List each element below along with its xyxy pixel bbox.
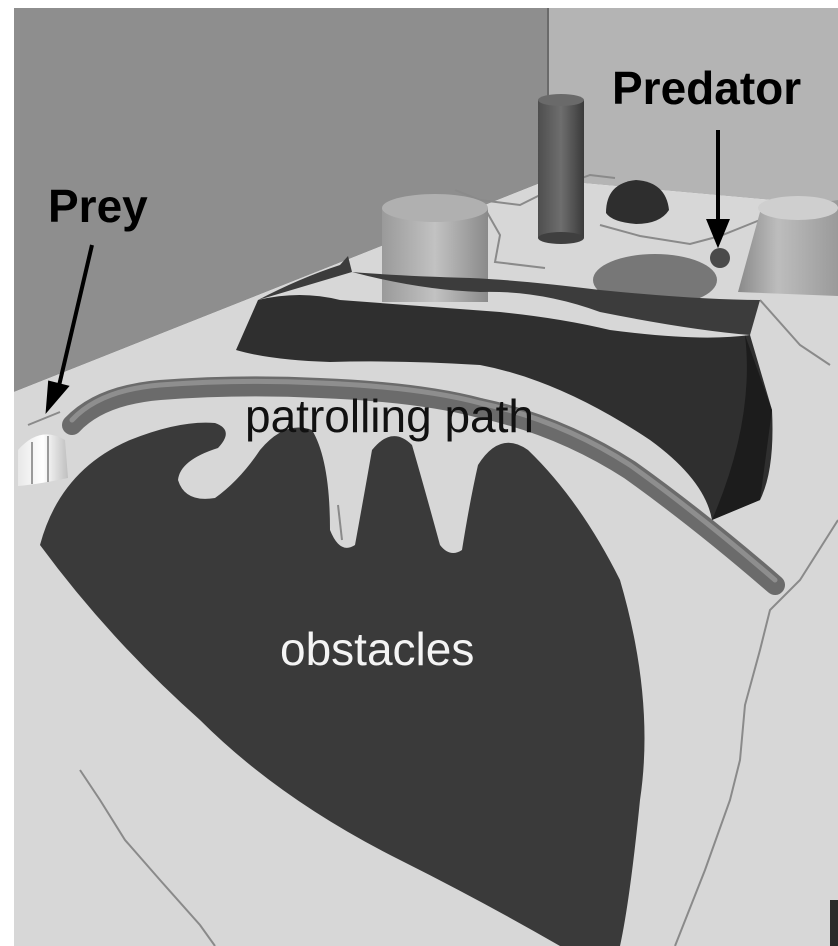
- predator-label: Predator: [612, 62, 801, 114]
- tall-cylinder: [538, 94, 584, 244]
- obstacles-label: obstacles: [280, 623, 474, 675]
- predator-agent: [710, 248, 730, 268]
- prey-label: Prey: [48, 180, 148, 232]
- right-frame-edge: [830, 900, 838, 946]
- patrolling-path-label: patrolling path: [245, 390, 534, 442]
